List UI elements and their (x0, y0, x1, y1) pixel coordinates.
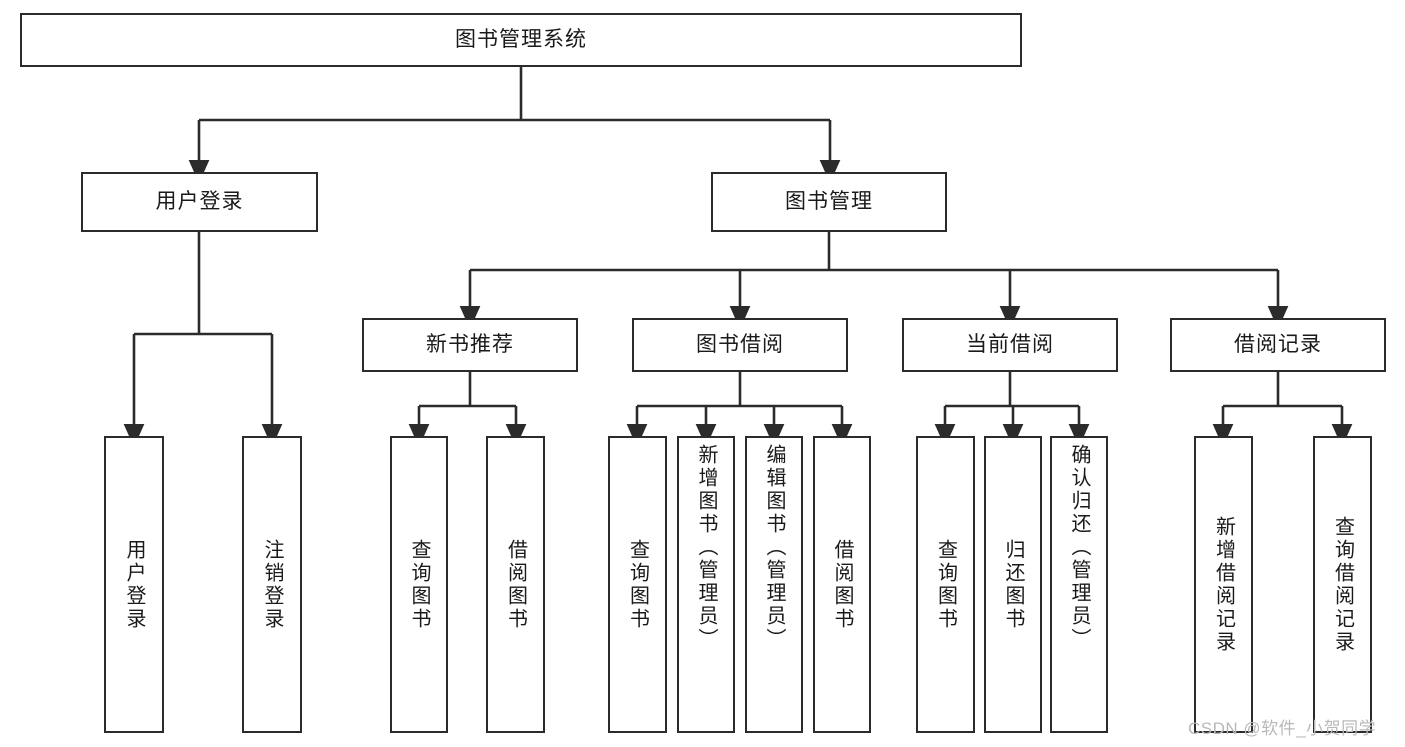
node-leaf-user-login[interactable]: 用户登录 (104, 436, 164, 733)
node-leaf-query-book-1[interactable]: 查询图书 (390, 436, 448, 733)
node-leaf-add-book-label: 新增图书（管理员） (695, 444, 717, 651)
node-current-borrow[interactable]: 当前借阅 (902, 318, 1118, 372)
node-leaf-query-record-label: 查询借阅记录 (1331, 515, 1354, 654)
node-leaf-user-login-label: 用户登录 (123, 538, 145, 631)
node-leaf-user-logout[interactable]: 注销登录 (242, 436, 302, 733)
node-book-manage-label: 图书管理 (785, 189, 873, 213)
node-leaf-query-book-1-label: 查询图书 (408, 538, 430, 631)
node-leaf-query-record[interactable]: 查询借阅记录 (1313, 436, 1372, 733)
node-root[interactable]: 图书管理系统 (20, 13, 1022, 67)
node-leaf-borrow-book-2[interactable]: 借阅图书 (813, 436, 871, 733)
node-leaf-query-book-3-label: 查询图书 (934, 538, 957, 631)
watermark-text: CSDN @软件_小贺同学 (1188, 719, 1377, 738)
node-leaf-add-book[interactable]: 新增图书（管理员） (677, 436, 735, 733)
node-leaf-edit-book-label: 编辑图书（管理员） (763, 444, 785, 651)
node-leaf-return-book-label: 归还图书 (1002, 538, 1024, 631)
node-book-borrow[interactable]: 图书借阅 (632, 318, 848, 372)
node-leaf-add-record-label: 新增借阅记录 (1212, 515, 1235, 654)
node-book-manage[interactable]: 图书管理 (711, 172, 947, 232)
node-leaf-borrow-book-2-label: 借阅图书 (831, 538, 853, 631)
node-leaf-query-book-3[interactable]: 查询图书 (916, 436, 975, 733)
node-borrow-record-label: 借阅记录 (1234, 332, 1322, 356)
node-leaf-query-book-2[interactable]: 查询图书 (608, 436, 667, 733)
node-borrow-record[interactable]: 借阅记录 (1170, 318, 1386, 372)
node-new-book-recommend[interactable]: 新书推荐 (362, 318, 578, 372)
node-leaf-user-logout-label: 注销登录 (261, 538, 283, 631)
node-leaf-edit-book[interactable]: 编辑图书（管理员） (745, 436, 803, 733)
node-leaf-borrow-book-1-label: 借阅图书 (504, 538, 527, 631)
node-user-login-label: 用户登录 (155, 189, 244, 213)
node-leaf-confirm-return-label: 确认归还（管理员） (1068, 444, 1090, 651)
node-root-label: 图书管理系统 (455, 27, 587, 51)
node-leaf-return-book[interactable]: 归还图书 (984, 436, 1042, 733)
node-leaf-borrow-book-1[interactable]: 借阅图书 (486, 436, 545, 733)
node-leaf-query-book-2-label: 查询图书 (626, 538, 649, 631)
node-leaf-confirm-return[interactable]: 确认归还（管理员） (1050, 436, 1108, 733)
node-leaf-add-record[interactable]: 新增借阅记录 (1194, 436, 1253, 733)
node-current-borrow-label: 当前借阅 (966, 332, 1054, 356)
node-new-book-recommend-label: 新书推荐 (426, 332, 514, 356)
node-user-login[interactable]: 用户登录 (81, 172, 318, 232)
node-book-borrow-label: 图书借阅 (696, 332, 784, 356)
